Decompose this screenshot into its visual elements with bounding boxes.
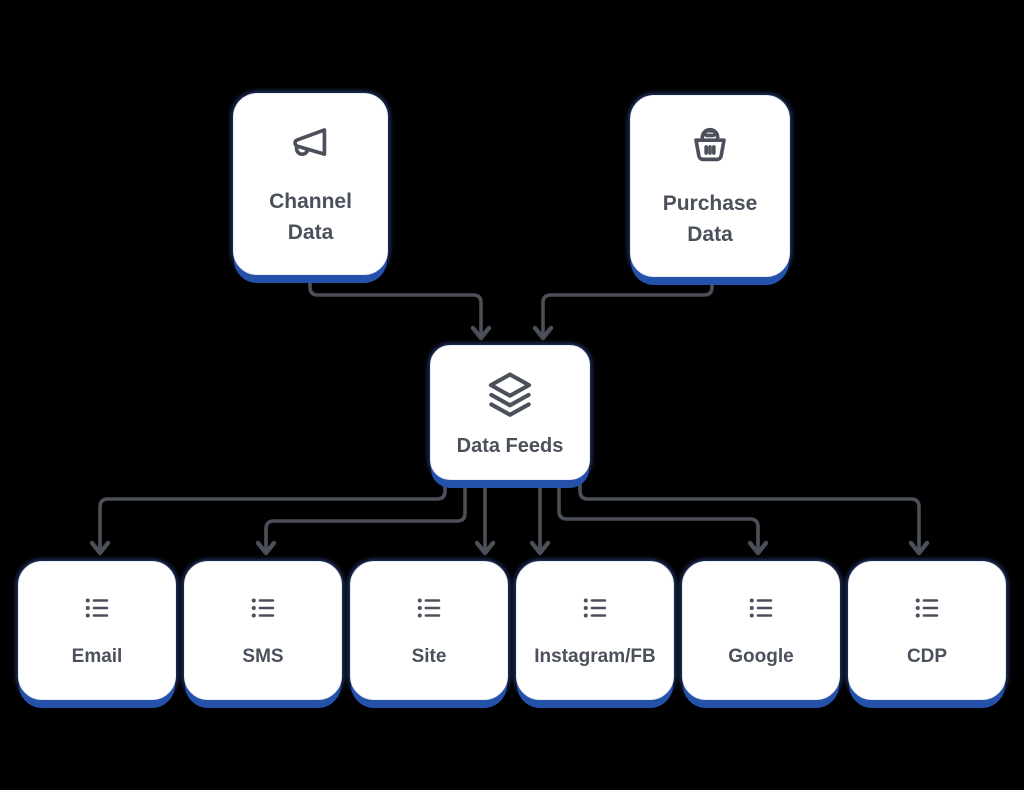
arrow-data-feeds-to-email — [89, 478, 447, 556]
layers-icon — [484, 368, 536, 425]
list-icon — [580, 593, 610, 628]
node-site: Site — [350, 561, 508, 700]
node-label: Site — [411, 646, 447, 667]
node-purchase-data: Purchase Data — [630, 95, 790, 277]
node-channel-data: Channel Data — [233, 93, 388, 275]
node-email: Email — [18, 561, 176, 700]
node-label-line1: Purchase — [662, 192, 758, 216]
megaphone-icon — [288, 120, 334, 171]
list-icon — [746, 593, 776, 628]
node-label: Email — [71, 646, 123, 667]
node-label: Purchase Data — [663, 189, 758, 250]
node-label: Instagram/FB — [534, 646, 656, 667]
arrow-channel-to-data-feeds — [308, 273, 492, 341]
node-label-line2: Data — [287, 220, 334, 244]
node-cdp: CDP — [848, 561, 1006, 700]
arrow-data-feeds-to-cdp — [578, 478, 930, 556]
arrow-data-feeds-to-instagram-fb — [529, 478, 551, 556]
node-instagram-fb: Instagram/FB — [516, 561, 674, 700]
arrow-data-feeds-to-sms — [255, 478, 467, 556]
node-sms: SMS — [184, 561, 342, 700]
node-label: Data Feeds — [456, 434, 564, 457]
node-label: Channel Data — [269, 187, 352, 248]
node-label: Google — [728, 646, 794, 667]
arrow-purchase-to-data-feeds — [532, 275, 714, 341]
list-icon — [82, 593, 112, 628]
node-label-line1: Channel — [269, 190, 352, 214]
node-label: CDP — [906, 646, 948, 667]
arrow-data-feeds-to-site — [474, 478, 496, 556]
arrow-data-feeds-to-google — [557, 478, 769, 556]
list-icon — [248, 593, 278, 628]
node-label-line2: Data — [687, 222, 733, 246]
list-icon — [414, 593, 444, 628]
node-label: SMS — [242, 646, 284, 667]
node-data-feeds: Data Feeds — [430, 345, 590, 480]
node-google: Google — [682, 561, 840, 700]
list-icon — [912, 593, 942, 628]
basket-icon — [687, 122, 733, 173]
